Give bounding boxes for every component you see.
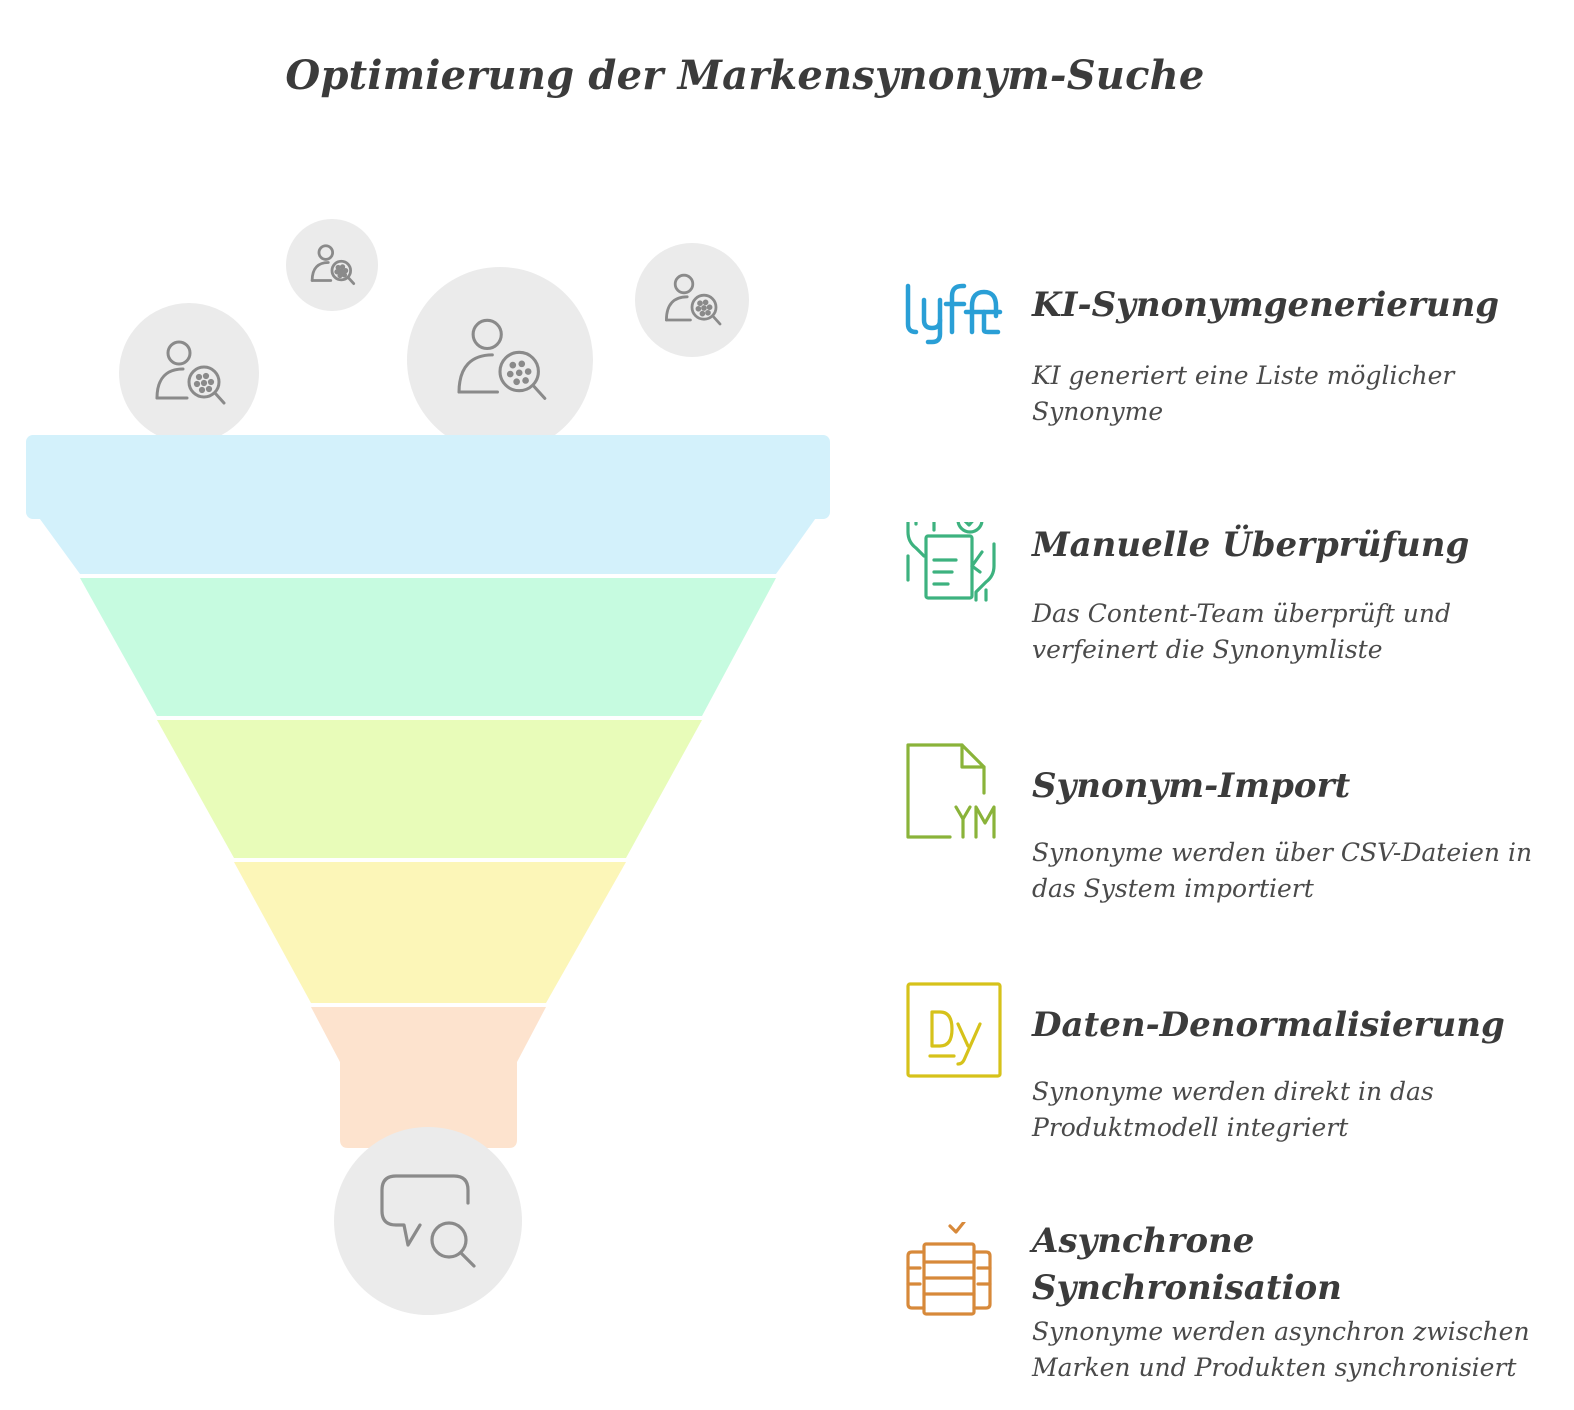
step-description: KI generiert eine Liste möglicher Synony…: [1032, 361, 1455, 426]
funnel-layer-2: [80, 578, 776, 716]
step-1: KI-Synonymgenerierung KI generiert eine …: [900, 282, 1550, 442]
step-3: Synonym-Import Synonyme werden über CSV-…: [900, 743, 1550, 923]
output-bubble: [334, 1127, 522, 1315]
lyft-logo-icon: [905, 283, 1003, 345]
step-5: Asynchrone Synchronisation Synonyme werd…: [900, 1218, 1550, 1398]
input-bubbles: [119, 219, 749, 453]
step-description: Synonyme werden asynchron zwischen Marke…: [1032, 1317, 1530, 1382]
step-title: Synonym-Import: [1032, 766, 1351, 806]
user-search-bubble-3: [407, 267, 593, 453]
funnel-layer-4: [234, 862, 626, 1003]
funnel-layer-1: [26, 435, 830, 574]
step-2: Manuelle Überprüfung Das Content-Team üb…: [900, 522, 1550, 682]
step-description: Synonyme werden über CSV-Dateien in das …: [1032, 838, 1533, 903]
step-title: Manuelle Überprüfung: [1032, 525, 1470, 565]
step-description: Das Content-Team überprüft und verfeiner…: [1032, 599, 1451, 664]
funnel-layer-3: [157, 720, 702, 858]
step-title: Asynchrone Synchronisation: [1032, 1221, 1342, 1308]
yml-file-icon: [906, 743, 996, 839]
chat-search-icon: [380, 1174, 476, 1268]
user-search-bubble-4: [635, 243, 749, 357]
page-title: Optimierung der Markensynonym-Suche: [285, 52, 1205, 99]
server-sync-icon: [906, 1222, 992, 1316]
dy-box-icon: [906, 982, 1002, 1078]
step-title: Daten-Denormalisierung: [1032, 1005, 1505, 1045]
funnel-layer-5-spout: [311, 1007, 546, 1148]
user-search-bubble-1: [119, 303, 259, 443]
step-title: KI-Synonymgenerierung: [1032, 285, 1500, 325]
step-description: Synonyme werden direkt in das Produktmod…: [1032, 1077, 1434, 1142]
funnel-layers: [26, 435, 830, 1148]
user-search-bubble-2: [286, 219, 378, 311]
checklist-hands-icon: [906, 522, 996, 602]
step-4: Daten-Denormalisierung Synonyme werden d…: [900, 982, 1550, 1162]
